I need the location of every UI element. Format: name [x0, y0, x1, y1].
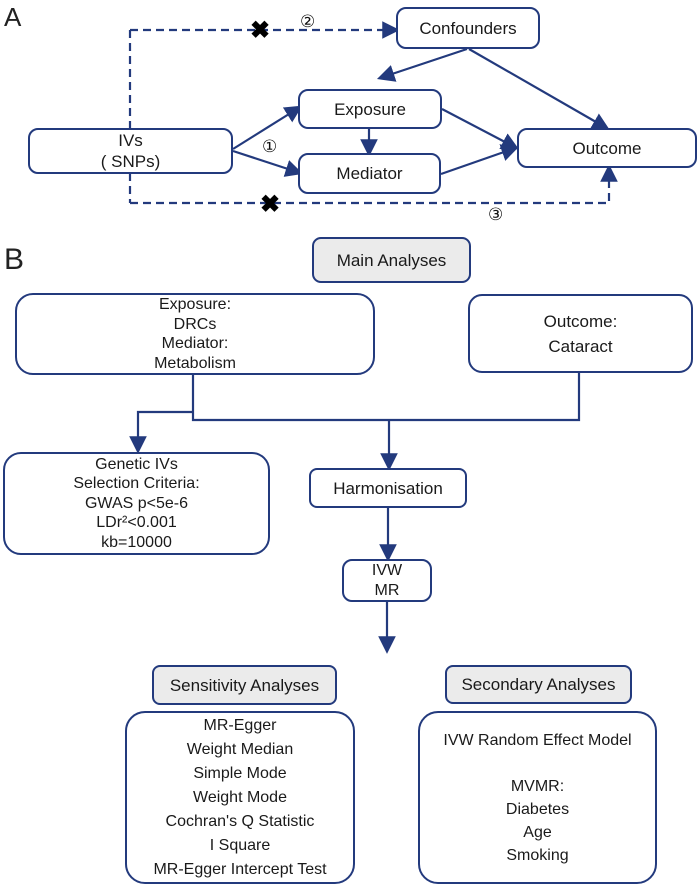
ivs-label-line2: ( SNPs) [100, 152, 161, 171]
arrow-ivs-exposure [232, 105, 303, 150]
main-analyses-box: Main Analyses [312, 237, 471, 283]
method-weight-mode: Weight Mode [193, 788, 287, 806]
sensitivity-analyses-label: Sensitivity Analyses [169, 675, 320, 695]
secondary-analyses-label: Secondary Analyses [461, 675, 616, 694]
node-exposure: Exposure [298, 89, 442, 129]
arrow-confounders-outcome [468, 48, 610, 130]
arrow-mediator-outcome [440, 144, 519, 176]
cross-icon: ✖ [260, 191, 281, 218]
panel-b-label: B [4, 243, 25, 276]
main-analyses-label: Main Analyses [336, 250, 447, 270]
method-simple-mode: Simple Mode [193, 764, 287, 782]
connector-main-branch [191, 373, 581, 422]
mediator-label: Mediator [336, 164, 403, 183]
panel-a-label: A [4, 2, 22, 32]
outcome-title-line: Outcome: [543, 311, 618, 331]
node-outcome: Outcome [517, 128, 697, 168]
ivw-mr-box: IVW MR [342, 559, 432, 602]
outcome-label: Outcome [572, 138, 642, 158]
smoking-line: Smoking [506, 846, 569, 864]
exposure-label: Exposure [334, 99, 406, 119]
method-mr-egger: MR-Egger [203, 716, 277, 734]
harmonisation-label: Harmonisation [333, 478, 443, 498]
gwas-threshold-line: GWAS p<5e-6 [84, 494, 188, 512]
harmonisation-box: Harmonisation [309, 468, 467, 508]
exposure-mediator-box: Exposure: DRCs Mediator: Metabolism [15, 293, 375, 375]
step-1-badge: ① [262, 137, 278, 156]
metabolism-line: Metabolism [154, 354, 236, 372]
dashed-arrow-to-outcome [130, 164, 618, 205]
genetic-ivs-box: Genetic IVs Selection Criteria: GWAS p<5… [3, 452, 270, 555]
mediator-line: Mediator: [161, 335, 229, 352]
method-egger-intercept: MR-Egger Intercept Test [153, 860, 327, 878]
mvmr-line: MVMR: [510, 777, 565, 795]
cataract-line: Cataract [548, 336, 613, 356]
method-i-square: I Square [209, 836, 271, 854]
confounders-label: Confounders [419, 18, 517, 38]
arrow-confounders-exposure [376, 47, 468, 82]
outcome-cataract-box: Outcome: Cataract [468, 294, 693, 373]
step-2-badge: ② [300, 12, 316, 31]
ld-threshold-line: LDr²<0.001 [96, 514, 177, 532]
method-weight-median: Weight Median [186, 740, 294, 758]
secondary-analyses-header: Secondary Analyses [445, 665, 632, 704]
diabetes-line: Diabetes [505, 800, 570, 818]
kb-window-line: kb=10000 [101, 533, 172, 551]
genetic-ivs-line: Genetic IVs [95, 455, 178, 473]
node-ivs: IVs ( SNPs) [28, 128, 233, 174]
drcs-line: DRCs [173, 315, 217, 333]
sensitivity-methods-box: MR-Egger Weight Median Simple Mode Weigh… [125, 711, 355, 884]
sensitivity-analyses-header: Sensitivity Analyses [152, 665, 337, 705]
arrow-to-genetic-ivs [129, 410, 193, 454]
mr-line: MR [374, 581, 400, 599]
ivs-label-line1: IVs [118, 131, 143, 150]
ivw-line: IVW [371, 562, 403, 579]
arrow-exposure-outcome [441, 108, 520, 150]
exposure-line: Exposure: [158, 296, 232, 313]
ivw-random-effect-line: IVW Random Effect Model [443, 731, 632, 749]
arrow-ivs-mediator [232, 149, 304, 177]
cross-icon: ✖ [250, 17, 271, 44]
secondary-methods-box: IVW Random Effect Model MVMR: Diabetes A… [418, 711, 657, 884]
method-cochrans-q: Cochran's Q Statistic [165, 812, 315, 830]
age-line: Age [523, 823, 552, 841]
step-3-badge: ③ [488, 205, 504, 224]
selection-criteria-line: Selection Criteria: [73, 475, 200, 493]
node-mediator: Mediator [298, 153, 441, 194]
node-confounders: Confounders [396, 7, 540, 49]
